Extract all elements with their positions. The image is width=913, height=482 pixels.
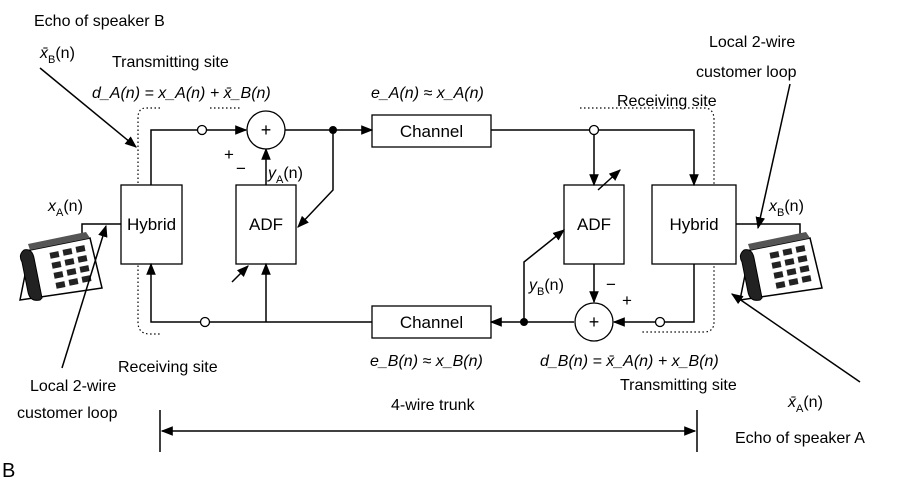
junction-bottom: [520, 318, 528, 326]
adf-left-label: ADF: [249, 215, 283, 234]
sum-node-right-sign: +: [589, 312, 600, 332]
hybrid-right-box: [651, 184, 737, 265]
pointer-loop-left: [61, 224, 108, 369]
adf-left-adjust-arrow: [231, 265, 249, 283]
plus-sign-left: +: [224, 145, 234, 164]
x-a-label: xA(n): [47, 198, 83, 219]
terminal-top-right: [588, 124, 600, 136]
pointer-loop-right: [755, 83, 791, 230]
wire-error-to-adf-right: [523, 229, 565, 322]
left-site-boundary: [137, 107, 160, 335]
sum-node-left-sign: +: [261, 120, 272, 140]
pointer-echo-b: [39, 67, 137, 148]
hybrid-right-label: Hybrid: [669, 215, 718, 234]
xbar-a-label: x̄A(n): [787, 394, 823, 415]
telephone-right-icon: [739, 232, 823, 301]
minus-sign-left: −: [236, 159, 246, 178]
plus-sign-right: +: [622, 291, 632, 310]
adf-right-adjust-arrow: [597, 169, 621, 191]
sum-node-left: [246, 110, 286, 150]
pointer-echo-a: [731, 293, 861, 383]
junction-top: [329, 126, 337, 134]
local-loop-left-line2: customer loop: [17, 405, 118, 422]
rx-site-right-label: Receiving site: [617, 93, 717, 110]
d-a-equation: d_A(n) = x_A(n) + x̄_B(n): [92, 85, 271, 102]
telephone-left-icon: [19, 232, 103, 301]
channel-top-box: [371, 114, 492, 148]
channel-top-label: Channel: [400, 122, 463, 141]
tx-site-right-label: Transmitting site: [620, 377, 737, 394]
echo-b-label: Echo of speaker B: [34, 13, 165, 30]
trunk-label: 4-wire trunk: [391, 397, 476, 414]
panel-label: B: [2, 460, 15, 482]
tx-site-left-label: Transmitting site: [112, 54, 229, 71]
terminal-bottom-right: [654, 316, 666, 328]
rx-site-left-label: Receiving site: [118, 359, 218, 376]
local-loop-left-line1: Local 2-wire: [30, 378, 116, 395]
channel-bottom-label: Channel: [400, 313, 463, 332]
local-loop-right-line2: customer loop: [696, 64, 797, 81]
xbar-b-label: x̄B(n): [39, 45, 75, 66]
wire-to-hybrid-right: [598, 129, 699, 187]
y-b-label: yB(n): [528, 277, 564, 298]
wire-ref-to-adf-left: [297, 130, 334, 228]
sum-node-right: [574, 302, 614, 342]
terminal-bottom-left: [199, 316, 211, 328]
hybrid-left-label: Hybrid: [127, 215, 176, 234]
right-site-boundary: [580, 107, 715, 333]
adf-left-box: [235, 184, 297, 265]
d-b-equation: d_B(n) = x̄_A(n) + x_B(n): [540, 353, 719, 370]
y-a-label: yA(n): [267, 165, 303, 186]
e-b-equation: e_B(n) ≈ x_B(n): [370, 353, 483, 370]
wire-hybrid-left-up: [150, 129, 198, 185]
local-loop-right-line1: Local 2-wire: [709, 34, 795, 51]
minus-sign-right: −: [606, 275, 616, 294]
terminal-top-left: [196, 124, 208, 136]
x-b-label: xB(n): [768, 198, 804, 219]
wire-hybrid-right-down: [664, 264, 695, 323]
echo-a-label: Echo of speaker A: [735, 430, 865, 447]
wire-to-hybrid-left: [146, 262, 201, 323]
adf-right-label: ADF: [577, 215, 611, 234]
e-a-equation: e_A(n) ≈ x_A(n): [371, 85, 484, 102]
